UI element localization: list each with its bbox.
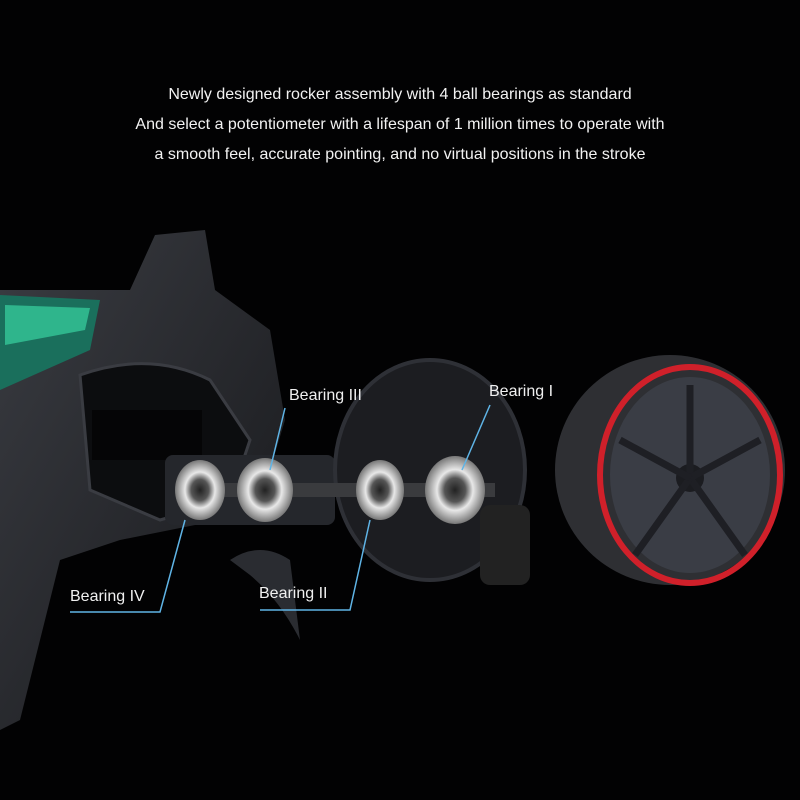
caption-line-1: Newly designed rocker assembly with 4 ba… (168, 86, 632, 103)
trigger-arm (230, 550, 300, 640)
bearing-iii (237, 458, 293, 522)
label-bearing-i: Bearing I (489, 383, 554, 400)
bearing-iv (175, 460, 225, 520)
gear (480, 505, 530, 585)
label-bearing-ii: Bearing II (259, 585, 328, 602)
bearing-i (425, 456, 485, 524)
leader-lines (70, 404, 491, 613)
caption-line-2: And select a potentiometer with a lifesp… (135, 116, 665, 133)
label-bearing-iii: Bearing III (289, 387, 362, 404)
caption-line-3: a smooth feel, accurate pointing, and no… (154, 146, 646, 163)
steering-wheel (555, 355, 785, 586)
label-bearing-iv: Bearing IV (70, 588, 145, 605)
bearing-ii (356, 460, 404, 520)
hub-disc (333, 358, 527, 582)
